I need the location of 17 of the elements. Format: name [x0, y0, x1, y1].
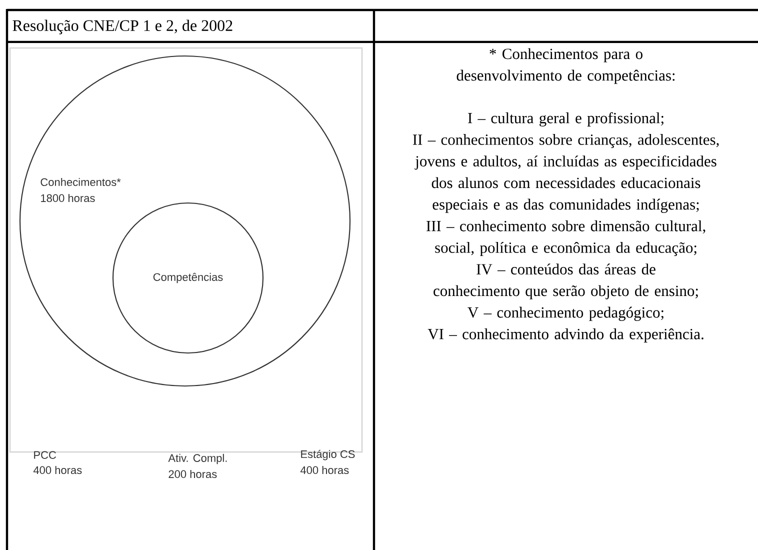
part-label: Estágio CS	[301, 450, 355, 460]
circle-label: 1800 horas	[41, 194, 95, 202]
circle-label: Competências	[153, 272, 223, 284]
part-label: 400 horas	[300, 466, 349, 474]
circle-label: Conhecimentos*	[40, 178, 121, 186]
note-text: V – conhecimento pedagógico;	[468, 306, 664, 321]
note-text: I – cultura geral e profissional;	[468, 112, 664, 126]
note-text: * Conhecimentos para o desenvolvimento de competências:	[456, 48, 675, 84]
part-label: PCC	[34, 451, 56, 459]
note-text: IV – conteúdos das áreas de conhecimento que serão objeto de ensino;	[434, 264, 698, 300]
part-label: 400 horas	[33, 466, 82, 474]
part-label: 200 horas	[168, 470, 217, 478]
note-text: III – conhecimento sobre dimensão cultural, social, política e econômica da educação;	[426, 220, 706, 256]
note-text: II – conhecimentos sobre crianças, adolescentes, jovens e adultos, aí incluídas as especificidades dos alunos com necessidades educacionais especiais e as das comunidades indígenas;	[412, 134, 719, 213]
note-text: VI – conhecimento advindo da experiência.	[428, 328, 704, 342]
part-label: Ativ. Compl.	[168, 454, 227, 464]
cell-text: Resolução CNE/CP 1 e 2, de 2002	[12, 20, 232, 34]
